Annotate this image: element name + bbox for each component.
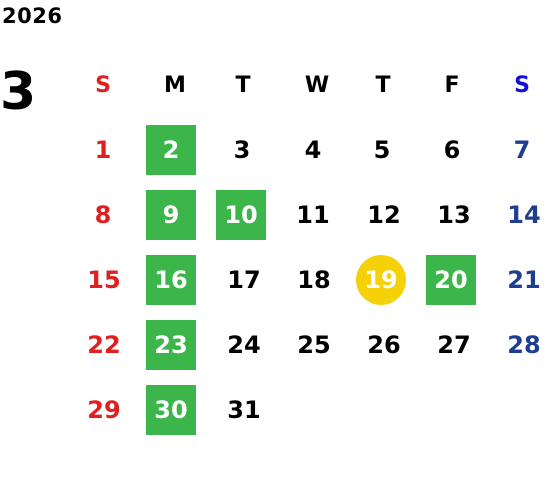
day-cell[interactable]: 4 <box>304 136 322 164</box>
weekday-sun: S <box>95 72 111 98</box>
day-cell[interactable]: 18 <box>297 266 331 294</box>
day-cell[interactable]: 17 <box>227 266 261 294</box>
day-cell-highlighted[interactable]: 9 <box>146 190 196 240</box>
today-day-number: 19 <box>364 266 398 294</box>
day-cell-highlighted[interactable]: 30 <box>146 385 196 435</box>
day-cell[interactable]: 31 <box>227 396 261 424</box>
day-cell-highlighted[interactable]: 23 <box>146 320 196 370</box>
day-cell[interactable]: 29 <box>87 396 121 424</box>
week-row: 22 23 24 25 26 27 28 <box>70 320 548 370</box>
day-cell[interactable]: 7 <box>513 136 531 164</box>
weekday-tue: T <box>235 72 251 98</box>
day-cell-highlighted[interactable]: 10 <box>216 190 266 240</box>
day-cell[interactable]: 14 <box>507 201 541 229</box>
day-cell[interactable]: 26 <box>367 331 401 359</box>
day-cell[interactable]: 21 <box>507 266 541 294</box>
weekday-header-row: S M T W T F S <box>70 60 548 110</box>
day-cell-highlighted[interactable]: 2 <box>146 125 196 175</box>
month-label: 3 <box>0 62 37 122</box>
weekday-sat: S <box>514 72 530 98</box>
weekday-mon: M <box>164 72 186 98</box>
day-cell-highlighted[interactable]: 16 <box>146 255 196 305</box>
day-cell[interactable]: 5 <box>373 136 391 164</box>
day-cell[interactable]: 1 <box>94 136 112 164</box>
day-cell[interactable]: 6 <box>443 136 461 164</box>
year-label: 2026 <box>2 4 63 28</box>
day-cell[interactable]: 8 <box>94 201 112 229</box>
day-cell[interactable]: 25 <box>297 331 331 359</box>
day-cell[interactable]: 24 <box>227 331 261 359</box>
day-cell-highlighted[interactable]: 20 <box>426 255 476 305</box>
week-row: 15 16 17 18 19 20 21 <box>70 255 548 305</box>
weekday-wed: W <box>304 72 330 98</box>
day-cell[interactable]: 28 <box>507 331 541 359</box>
day-cell[interactable]: 13 <box>437 201 471 229</box>
weekday-fri: F <box>444 72 460 98</box>
day-cell[interactable]: 27 <box>437 331 471 359</box>
week-row: 1 2 3 4 5 6 7 <box>70 125 548 175</box>
day-cell[interactable]: 15 <box>87 266 121 294</box>
day-cell[interactable]: 11 <box>296 201 330 229</box>
week-row: 29 30 31 <box>70 385 548 435</box>
week-row: 8 9 10 11 12 13 14 <box>70 190 548 240</box>
day-cell[interactable]: 22 <box>87 331 121 359</box>
weekday-thu: T <box>375 72 391 98</box>
day-cell-today[interactable]: 19 <box>356 255 406 305</box>
day-cell[interactable]: 3 <box>233 136 251 164</box>
day-cell[interactable]: 12 <box>367 201 401 229</box>
